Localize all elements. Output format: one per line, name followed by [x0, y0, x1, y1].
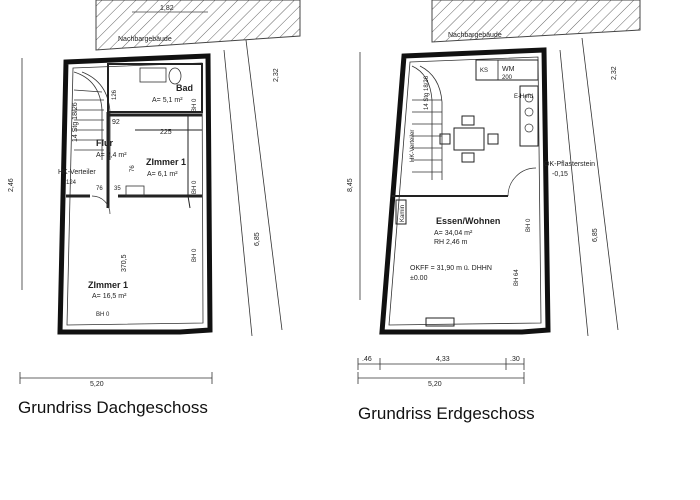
dim-far-right: 2,32	[273, 68, 280, 82]
stair-2	[411, 65, 443, 180]
hk-label-2: HK-Verteiler	[410, 130, 416, 162]
dim-right-2: 6,85	[592, 228, 599, 242]
room-zimmer-big-area: A= 16,5 m²	[92, 293, 127, 300]
room-bad-name: Bad	[176, 83, 193, 93]
bh0-label-2: BH 0	[526, 218, 532, 232]
dim-right: 6,85	[254, 232, 261, 246]
bh0-c: BH 0	[192, 248, 198, 262]
caption-erdgeschoss: Grundriss Erdgeschoss	[358, 404, 535, 423]
room-bad-area: A= 5,1 m²	[152, 97, 183, 104]
dim-top: 1,82	[160, 5, 174, 12]
caption-dachgeschoss: Grundriss Dachgeschoss	[18, 398, 208, 417]
room-essen-rh: RH 2,46 m	[434, 239, 468, 246]
dim-left-small: .46	[362, 356, 372, 363]
room-essen-area: A= 34,04 m²	[434, 230, 473, 237]
dim-225: 225	[160, 129, 172, 136]
room-zimmer-small-area: A= 6,1 m²	[147, 171, 178, 178]
dim-total-2: 5,20	[428, 381, 442, 388]
wm-label: WM	[502, 66, 515, 73]
stair	[73, 71, 111, 160]
dining-table	[439, 115, 499, 163]
room-flur-name: Flur	[96, 138, 113, 148]
dim-left: 2,46	[8, 178, 15, 192]
hk-label: HK-Verteiler	[58, 169, 96, 176]
bh0-b: BH 0	[192, 180, 198, 194]
neighbor-building	[95, 0, 301, 51]
dim-35: 35	[114, 186, 121, 192]
outer-wall-2	[379, 47, 551, 335]
dim-76b: 76	[96, 186, 103, 192]
ks-label: KS	[480, 68, 488, 74]
outer-wall	[57, 53, 213, 335]
dim-200: 200	[502, 75, 513, 81]
dim-92: 92	[112, 119, 120, 126]
stair-label-2: 14 Stg 18/26	[424, 75, 430, 110]
plan-dachgeschoss: Nachbargebäude 1,82 14 Stg 18/26 Bad A= …	[8, 0, 301, 388]
neighbor-label-2: Nachbargebäude	[448, 32, 502, 39]
dim-far-right-2: 2,32	[611, 66, 618, 80]
room-zimmer-big-name: ZImmer 1	[88, 280, 128, 290]
dim-76a: 76	[130, 165, 136, 172]
dim-total: 5,20	[90, 381, 104, 388]
dim-126: 126	[112, 89, 118, 100]
room-zimmer-small-name: ZImmer 1	[146, 157, 186, 167]
stair-label: 14 Stg 18/26	[72, 102, 79, 142]
level-line2: ±0.00	[410, 275, 428, 282]
dim-3705: 370,5	[121, 254, 128, 272]
neighbor-building-2	[431, 0, 641, 43]
dim-124: 124	[66, 180, 77, 186]
room-flur-area: A= 2,4 m²	[96, 152, 127, 159]
bh0-d: BH 0	[96, 312, 110, 318]
plan-erdgeschoss: Nachbargebäude KS WM 200 E-Herd	[347, 0, 641, 388]
bh0-a: BH 0	[192, 98, 198, 112]
eh-label: E-Herd	[514, 94, 533, 100]
okpflaster-line2: -0,15	[552, 171, 568, 178]
level-line1: OKFF = 31,90 m ü. DHHN	[410, 265, 492, 272]
dim-inner: 4,33	[436, 356, 450, 363]
dim-right-small: .30	[510, 356, 520, 363]
kamin-label: Kamin	[400, 205, 406, 222]
room-essen-name: Essen/Wohnen	[436, 216, 500, 226]
neighbor-label: Nachbargebäude	[118, 36, 172, 43]
dim-left-side: 8,45	[347, 178, 354, 192]
okpflaster-line1: OK-Pflasterstein	[544, 161, 595, 168]
bh64-label: BH 64	[514, 269, 520, 286]
